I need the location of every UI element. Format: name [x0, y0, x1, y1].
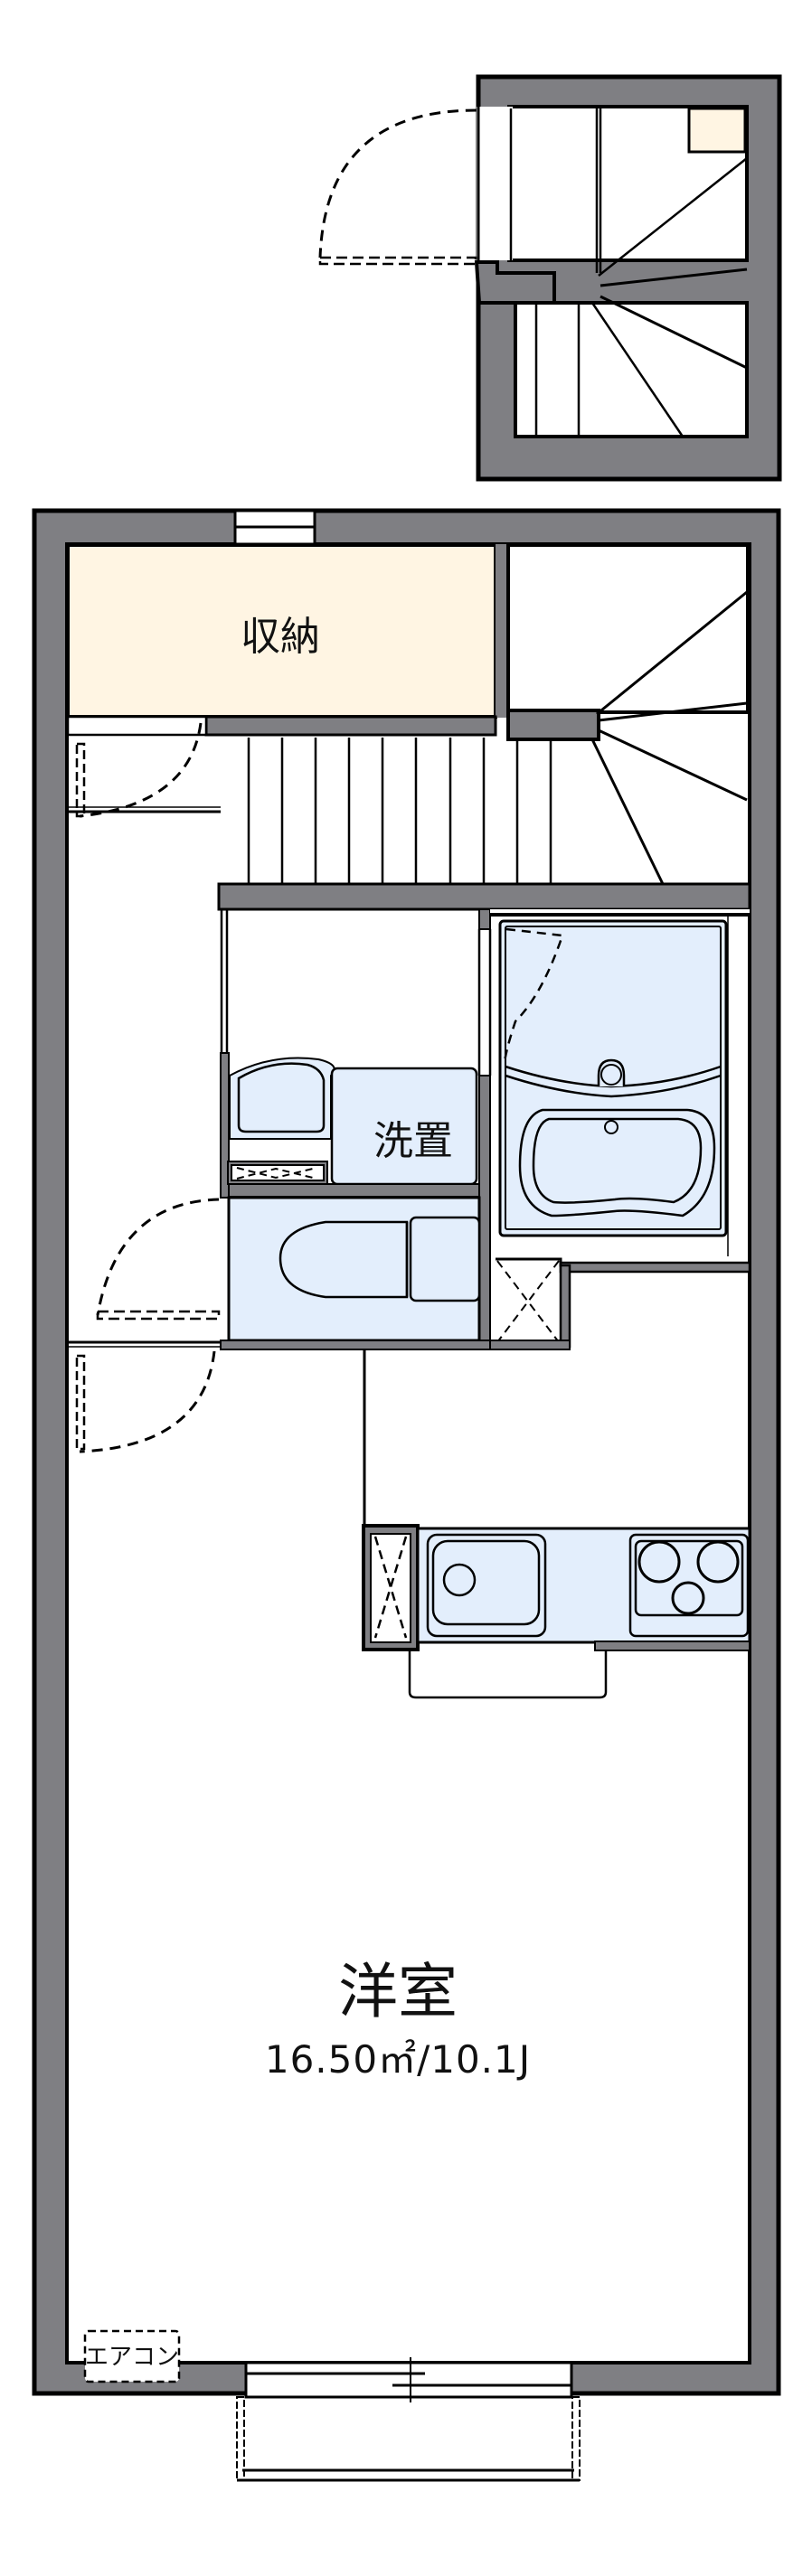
bath-side-closet: [489, 1257, 751, 1350]
kitchen: [362, 1349, 751, 1699]
air-conditioner-label: エアコン: [85, 2344, 180, 2371]
balcony-window[interactable]: [244, 2357, 573, 2402]
laundry-label: 洗置: [373, 1118, 453, 1164]
balcony: [236, 2396, 581, 2482]
interior-staircase: [217, 543, 751, 911]
closet-door-top[interactable]: [67, 722, 203, 818]
toilet-bottom-wall: [220, 1340, 493, 1350]
storage-room: [66, 543, 510, 737]
bathroom: [490, 909, 750, 1256]
toilet-door[interactable]: [96, 1198, 221, 1321]
main-room-area: 16.50㎡/10.1J: [264, 2037, 532, 2082]
top-window: [233, 509, 316, 546]
storage-label: 収納: [241, 614, 320, 660]
exterior-stair-box: [318, 74, 782, 482]
laundry-area: [220, 908, 492, 1343]
toilet-room: [227, 1196, 481, 1342]
entrance-door[interactable]: [75, 1350, 216, 1453]
exterior-walls: [32, 508, 781, 2396]
main-room-label: 洋室: [338, 1957, 458, 2026]
air-conditioner-box: [83, 2329, 181, 2383]
